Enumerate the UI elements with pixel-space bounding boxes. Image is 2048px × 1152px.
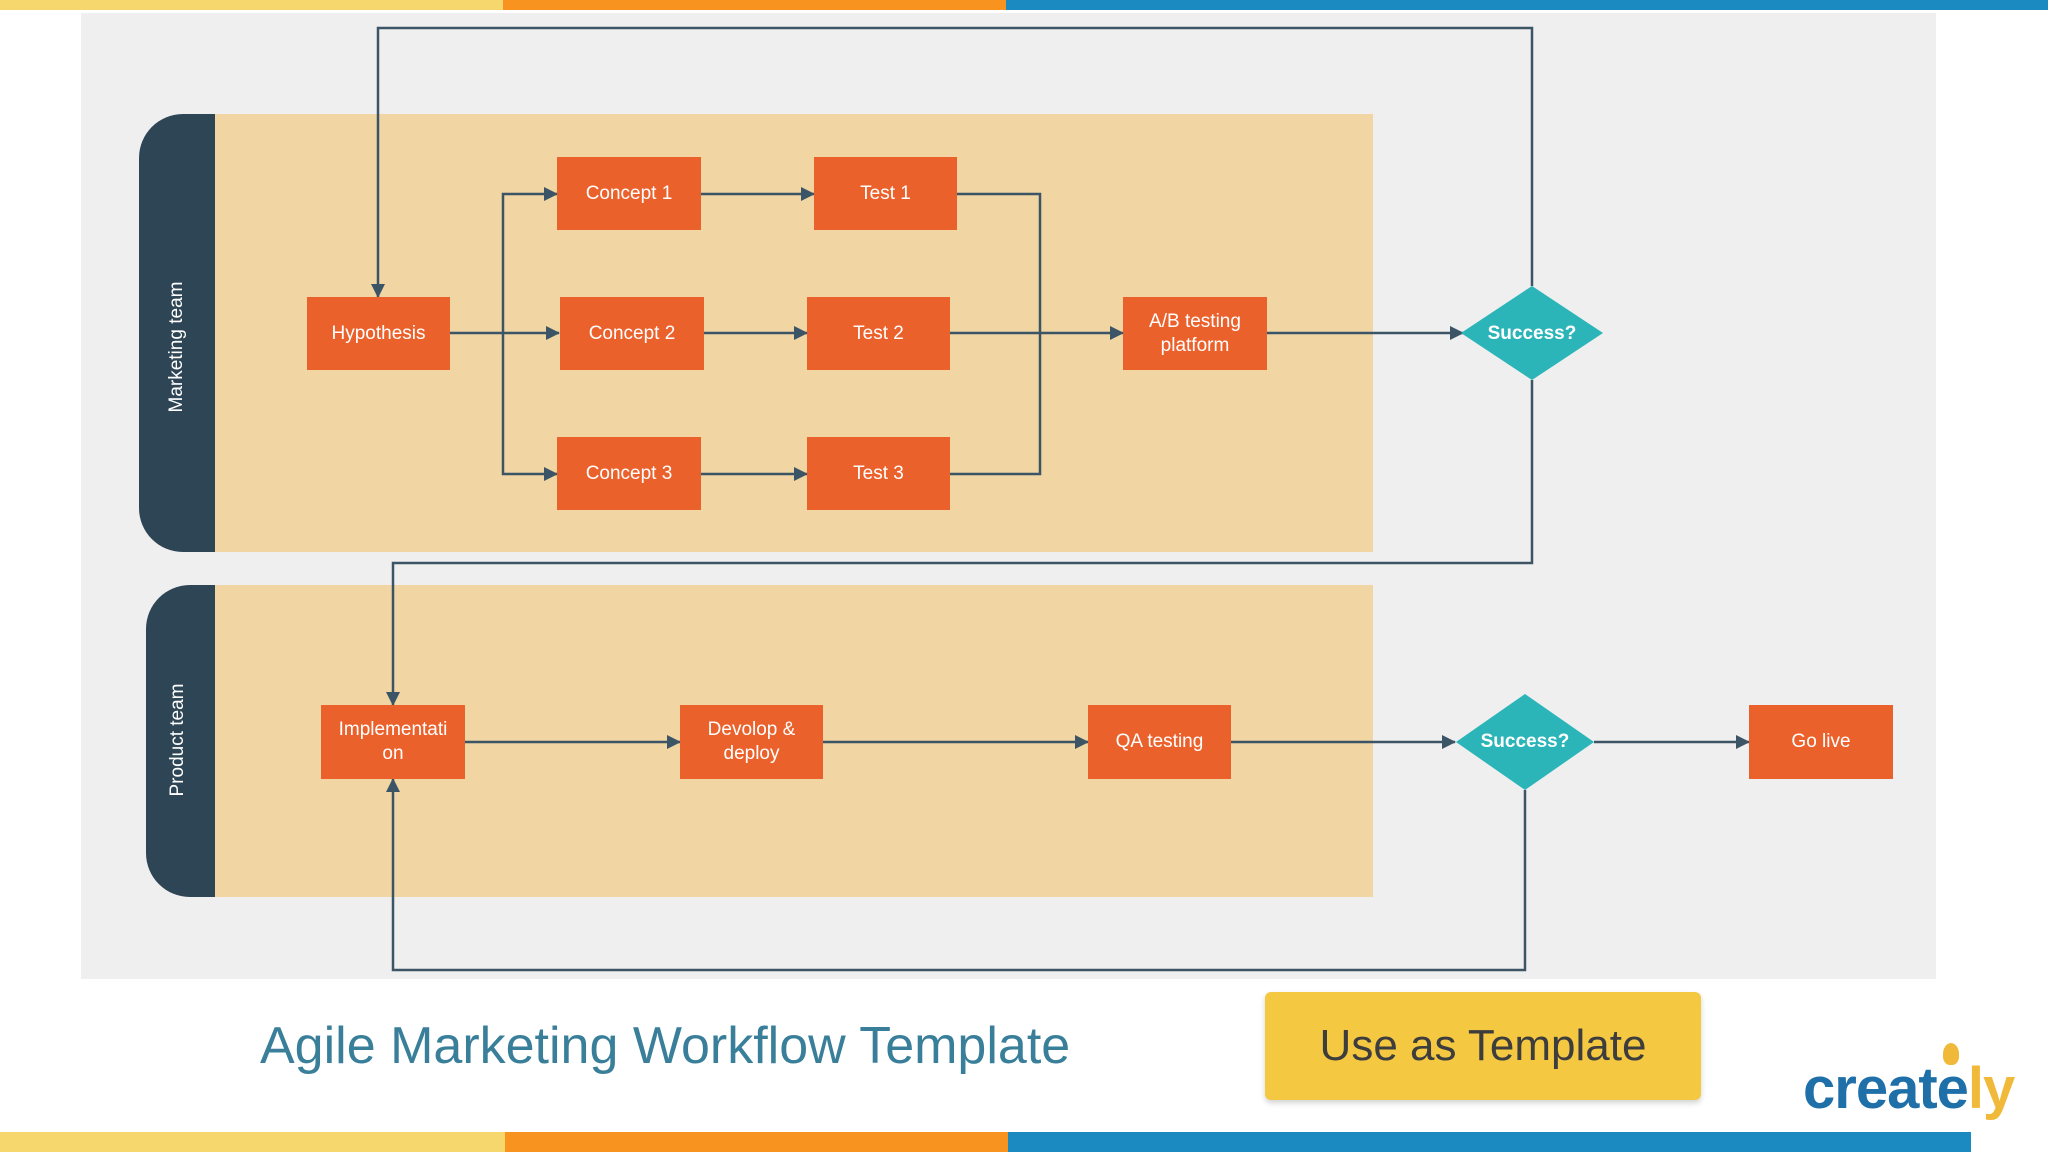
- success-diamond-marketing[interactable]: [1461, 286, 1603, 380]
- bottom-bar-blue: [1008, 1132, 1971, 1152]
- loop-back-to-hypothesis: [371, 26, 1534, 298]
- use-as-template-button[interactable]: Use as Template: [1265, 992, 1701, 1100]
- node-develop-deploy[interactable]: Devolop & deploy: [680, 705, 823, 779]
- bottom-bar-yellow: [0, 1132, 505, 1152]
- node-hypothesis[interactable]: Hypothesis: [307, 297, 450, 370]
- top-bar-yellow: [0, 0, 503, 10]
- node-go-live[interactable]: Go live: [1749, 705, 1893, 779]
- loop-back-to-implementation: [386, 778, 1527, 972]
- node-concept-2[interactable]: Concept 2: [560, 297, 704, 370]
- success-label-product: Success?: [1480, 731, 1570, 752]
- page-title: Agile Marketing Workflow Template: [260, 1017, 1071, 1075]
- node-test-3[interactable]: Test 3: [807, 437, 950, 510]
- marketing-lane-header: [139, 114, 215, 552]
- logo-text-tail: ly: [1967, 1056, 2015, 1121]
- logo-text-main: creat: [1803, 1056, 1938, 1121]
- branch-to-concept3: [501, 333, 558, 481]
- node-concept-1[interactable]: Concept 1: [557, 157, 701, 230]
- success-to-implementation: [386, 380, 1534, 706]
- node-test-1[interactable]: Test 1: [814, 157, 957, 230]
- node-qa-testing[interactable]: QA testing: [1088, 705, 1231, 779]
- bottom-bar-orange: [505, 1132, 1008, 1152]
- success-label-marketing: Success?: [1487, 323, 1577, 344]
- node-implementation[interactable]: Implementati on: [321, 705, 465, 779]
- creately-logo[interactable]: creately: [1803, 1055, 2015, 1122]
- branch-to-concept1: [501, 187, 558, 333]
- node-ab-testing[interactable]: A/B testing platform: [1123, 297, 1267, 370]
- top-bar-orange: [503, 0, 1006, 10]
- product-lane-header: [146, 585, 215, 897]
- success-diamond-product[interactable]: [1456, 694, 1594, 790]
- logo-text-e: e: [1936, 1056, 1969, 1121]
- node-concept-3[interactable]: Concept 3: [557, 437, 701, 510]
- lightbulb-icon: [1943, 1043, 1959, 1065]
- node-test-2[interactable]: Test 2: [807, 297, 950, 370]
- top-bar-blue: [1006, 0, 2048, 10]
